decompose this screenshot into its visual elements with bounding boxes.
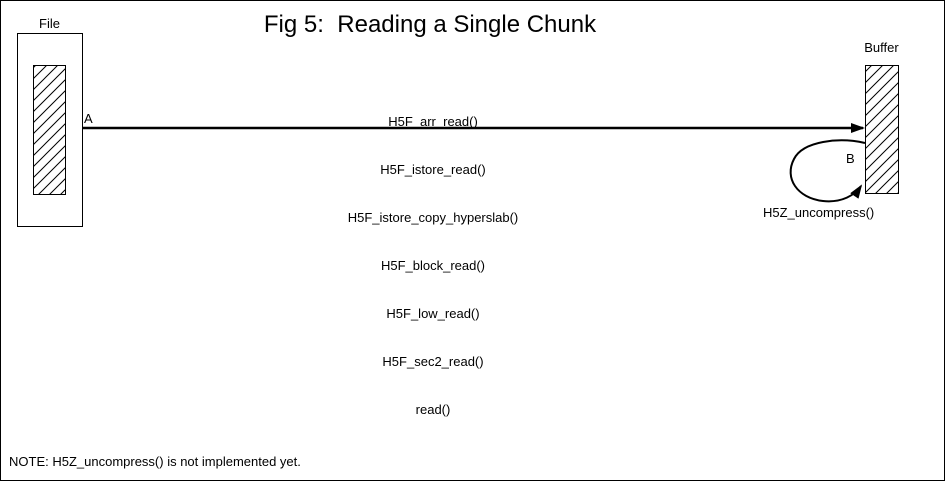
function-name: H5F_istore_read(): [380, 162, 486, 177]
function-name: H5F_istore_copy_hyperslab(): [347, 210, 519, 225]
function-name: H5F_arr_read(): [388, 114, 478, 129]
function-name: H5F_block_read(): [380, 258, 486, 273]
note-text: NOTE: H5Z_uncompress() is not implemente…: [9, 454, 301, 469]
read-call-stack: H5F_arr_read() H5F_istore_read() H5F_ist…: [348, 82, 519, 450]
figure-title: Fig 5: Reading a Single Chunk: [263, 11, 597, 38]
file-label: File: [39, 16, 60, 31]
file-box: [17, 33, 83, 227]
arrow-b-label: B: [846, 151, 855, 166]
buffer-box-hatched: [865, 65, 899, 194]
function-name: H5F_low_read(): [386, 306, 480, 321]
function-name: read(): [415, 402, 451, 417]
file-chunk-hatched: [33, 65, 66, 195]
function-name: H5F_sec2_read(): [382, 354, 484, 369]
buffer-label: Buffer: [864, 40, 899, 55]
arrow-b-loop: [789, 139, 866, 203]
arrow-a-label: A: [84, 111, 93, 126]
uncompress-function-label: H5Z_uncompress(): [763, 205, 875, 220]
